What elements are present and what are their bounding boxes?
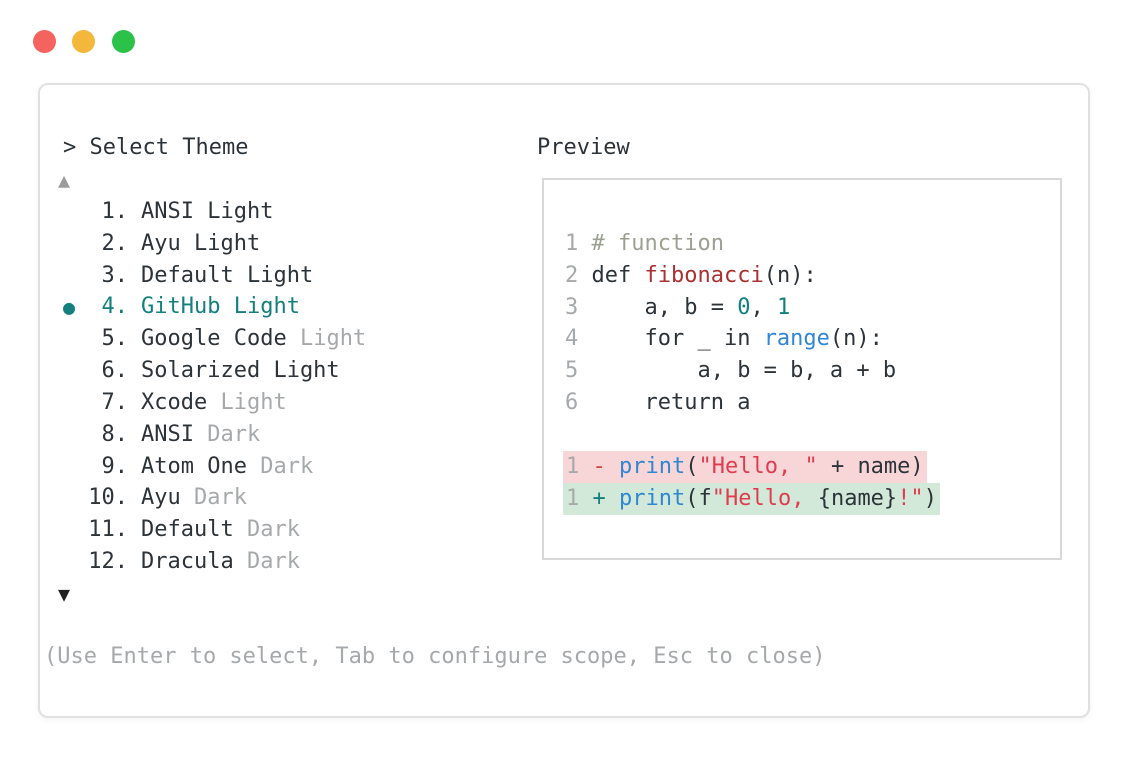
- line-number: 1: [566, 454, 593, 479]
- theme-option-number: 12.: [88, 549, 128, 574]
- theme-option-number: 3.: [101, 263, 129, 288]
- theme-option-10[interactable]: 10. Ayu Dark: [63, 482, 247, 514]
- line-number: 1: [566, 486, 593, 511]
- code-line: 5 a, b = b, a + b: [565, 358, 897, 383]
- theme-picker-window: > Select Theme ▲ 1. ANSI Light 2. Ayu Light…: [38, 83, 1090, 718]
- diff-minus-icon: -: [592, 454, 619, 479]
- theme-option-11[interactable]: 11. Default Dark: [63, 514, 300, 546]
- picker-title: Select Theme: [89, 135, 249, 160]
- theme-option-5[interactable]: 5. Google Code Light: [63, 323, 367, 355]
- theme-option-label: Default Dark: [141, 517, 300, 542]
- theme-option-label: ANSI Light: [141, 199, 274, 224]
- theme-option-number: 7.: [101, 390, 129, 415]
- selected-bullet-icon: [63, 260, 87, 292]
- preview-label: Preview: [537, 135, 630, 160]
- theme-option-8[interactable]: 8. ANSI Dark: [63, 419, 261, 451]
- code-line: 6 return a: [565, 390, 751, 415]
- theme-option-label: Dracula Dark: [141, 549, 300, 574]
- code-line: 2 def fibonacci(n):: [565, 263, 817, 288]
- picker-title-row: > Select Theme: [63, 132, 248, 164]
- theme-option-label: Solarized Light: [141, 358, 340, 383]
- theme-option-number: 4.: [101, 294, 129, 319]
- theme-option-label: Atom One Dark: [141, 454, 314, 479]
- theme-option-label: Ayu Dark: [141, 485, 247, 510]
- minimize-button-icon[interactable]: [72, 30, 95, 53]
- selected-bullet-icon: [63, 387, 87, 419]
- theme-option-number: 5.: [101, 326, 129, 351]
- theme-option-label: Ayu Light: [141, 231, 261, 256]
- zoom-button-icon[interactable]: [112, 30, 135, 53]
- theme-option-1[interactable]: 1. ANSI Light: [63, 196, 274, 228]
- theme-option-12[interactable]: 12. Dracula Dark: [63, 546, 300, 578]
- keyboard-hints: (Use Enter to select, Tab to configure s…: [44, 644, 826, 669]
- selected-bullet-icon: [63, 451, 87, 483]
- diff-plus-icon: +: [592, 486, 619, 511]
- scroll-up-icon[interactable]: ▲: [58, 168, 71, 192]
- theme-option-3[interactable]: 3. Default Light: [63, 260, 314, 292]
- selected-bullet-icon: [63, 514, 87, 546]
- selected-bullet-icon: ●: [63, 295, 76, 319]
- theme-option-number: 2.: [101, 231, 129, 256]
- selected-bullet-icon: [63, 355, 87, 387]
- theme-option-number: 10.: [88, 485, 128, 510]
- line-number: 2: [565, 263, 592, 288]
- diff-removed-line: 1 - print("Hello, " + name): [563, 451, 927, 483]
- line-number: 3: [565, 295, 592, 320]
- theme-option-label: GitHub Light: [141, 294, 300, 319]
- theme-option-7[interactable]: 7. Xcode Light: [63, 387, 287, 419]
- code-line: 4 for _ in range(n):: [565, 326, 883, 351]
- theme-option-2[interactable]: 2. Ayu Light: [63, 228, 261, 260]
- selected-bullet-icon: [63, 228, 87, 260]
- code-line: 1 # function: [565, 231, 724, 256]
- theme-option-number: 8.: [101, 422, 129, 447]
- selected-bullet-icon: [63, 482, 87, 514]
- theme-option-6[interactable]: 6. Solarized Light: [63, 355, 340, 387]
- theme-option-number: 11.: [88, 517, 128, 542]
- line-number: 1: [565, 231, 592, 256]
- code-line: 3 a, b = 0, 1: [565, 295, 791, 320]
- theme-option-number: 6.: [101, 358, 129, 383]
- close-button-icon[interactable]: [33, 30, 56, 53]
- theme-option-4[interactable]: ● 4. GitHub Light: [63, 291, 300, 323]
- line-number: 5: [565, 358, 592, 383]
- selected-bullet-icon: [63, 419, 87, 451]
- scroll-down-icon[interactable]: ▼: [58, 582, 71, 606]
- theme-option-9[interactable]: 9. Atom One Dark: [63, 451, 314, 483]
- theme-option-label: Xcode Light: [141, 390, 287, 415]
- preview-pane: 1 # function 2 def fibonacci(n): 3 a, b = …: [542, 178, 1062, 560]
- theme-option-number: 9.: [101, 454, 129, 479]
- theme-option-number: 1.: [101, 199, 129, 224]
- line-number: 6: [565, 390, 592, 415]
- theme-option-label: Default Light: [141, 263, 314, 288]
- theme-option-label: ANSI Dark: [141, 422, 261, 447]
- selected-bullet-icon: [63, 323, 87, 355]
- prompt-icon: >: [63, 135, 90, 160]
- selected-bullet-icon: [63, 196, 87, 228]
- selected-bullet-icon: [63, 546, 87, 578]
- theme-option-label: Google Code Light: [141, 326, 367, 351]
- line-number: 4: [565, 326, 592, 351]
- diff-added-line: 1 + print(f"Hello, {name}!"): [563, 483, 940, 515]
